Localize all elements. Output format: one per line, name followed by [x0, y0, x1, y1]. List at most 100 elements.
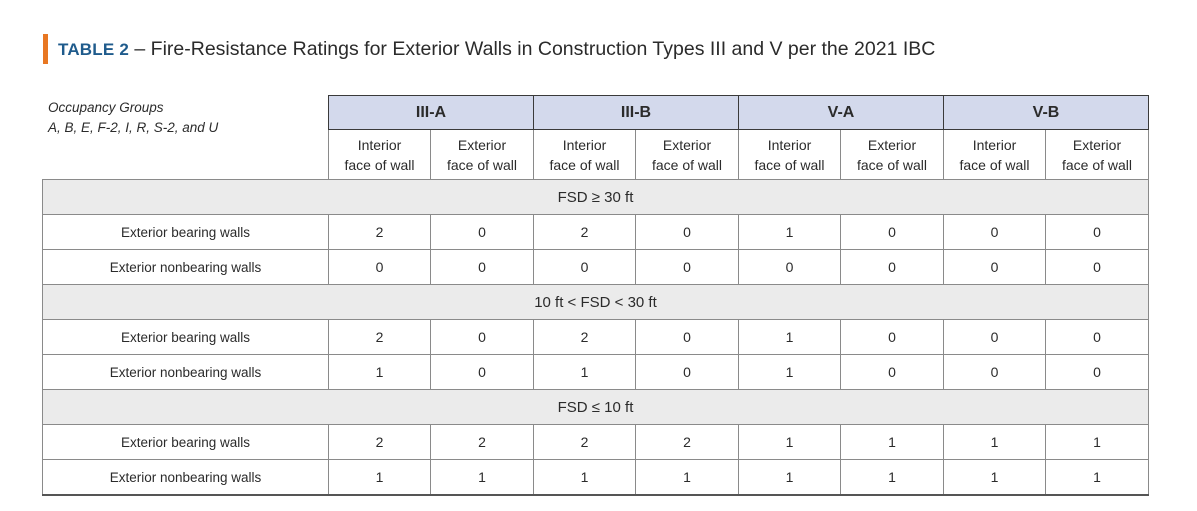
header-blank-cell: [43, 96, 329, 180]
rating-cell: 0: [635, 354, 739, 390]
rating-cell: 1: [840, 459, 944, 496]
rating-cell: 1: [328, 354, 431, 390]
rating-cell: 0: [840, 319, 944, 355]
rating-cell: 1: [943, 459, 1046, 496]
rating-cell: 2: [328, 214, 431, 250]
exterior-face-header-line1: Exterior: [867, 136, 917, 153]
interior-face-header-line2: face of wall: [549, 156, 620, 173]
interior-face-header-line1: Interior: [972, 136, 1017, 153]
group-header-v-a: V-A: [738, 95, 944, 130]
rating-cell: 0: [943, 319, 1046, 355]
interior-face-header-line1: Interior: [357, 136, 402, 153]
exterior-face-header-line2: face of wall: [1061, 156, 1133, 173]
section-heading: FSD ≤ 10 ft: [42, 389, 1149, 425]
rating-cell: 0: [430, 319, 534, 355]
rating-cell: 1: [943, 424, 1046, 460]
rating-cell: 1: [328, 459, 431, 496]
interior-face-header-line1: Interior: [767, 136, 812, 153]
exterior-face-header-line1: Exterior: [1072, 136, 1122, 153]
section-heading: FSD ≥ 30 ft: [42, 179, 1149, 215]
subheader-row: Interior face of wall Exterior face of wall…: [43, 129, 1149, 180]
occupancy-groups-line1: Occupancy Groups: [48, 100, 164, 115]
rating-cell: 0: [840, 249, 944, 285]
rating-cell: 0: [1045, 249, 1149, 285]
exterior-face-header: Exterior face of wall: [1045, 129, 1149, 180]
rating-cell: 1: [738, 214, 841, 250]
section-row: FSD ≤ 10 ft: [42, 389, 1149, 425]
interior-face-header: Interior face of wall: [328, 129, 431, 180]
rating-cell: 1: [533, 354, 636, 390]
occupancy-groups-note: Occupancy Groups A, B, E, F-2, I, R, S-2…: [48, 98, 218, 138]
rating-cell: 0: [430, 249, 534, 285]
rating-cell: 0: [943, 249, 1046, 285]
rating-cell: 0: [1045, 214, 1149, 250]
rating-cell: 0: [1045, 319, 1149, 355]
table-title: TABLE 2 – Fire-Resistance Ratings for Ex…: [58, 36, 935, 63]
table-title-label: TABLE 2: [58, 40, 129, 59]
rating-cell: 1: [738, 424, 841, 460]
rating-cell: 1: [738, 319, 841, 355]
rating-cell: 2: [635, 424, 739, 460]
rating-cell: 0: [840, 354, 944, 390]
rating-cell: 1: [738, 354, 841, 390]
group-header-row: III-A III-B V-A V-B: [43, 95, 1149, 130]
interior-face-header: Interior face of wall: [943, 129, 1046, 180]
rating-cell: 2: [533, 214, 636, 250]
rating-cell: 2: [328, 319, 431, 355]
interior-face-header-line2: face of wall: [754, 156, 825, 173]
occupancy-groups-line2: A, B, E, F-2, I, R, S-2, and U: [48, 120, 219, 135]
interior-face-header-line2: face of wall: [959, 156, 1030, 173]
rating-cell: 0: [328, 249, 431, 285]
rating-cell: 1: [430, 459, 534, 496]
rating-cell: 2: [328, 424, 431, 460]
rating-cell: 0: [533, 249, 636, 285]
title-accent-bar: [43, 34, 48, 64]
rating-cell: 0: [943, 354, 1046, 390]
exterior-face-header-line1: Exterior: [662, 136, 712, 153]
row-label: Exterior nonbearing walls: [42, 249, 329, 285]
rating-cell: 0: [430, 354, 534, 390]
table-title-text: – Fire-Resistance Ratings for Exterior W…: [128, 38, 936, 60]
rating-cell: 2: [430, 424, 534, 460]
rating-cell: 0: [943, 214, 1046, 250]
rating-cell: 1: [1045, 424, 1149, 460]
rating-cell: 0: [635, 249, 739, 285]
rating-cell: 1: [738, 459, 841, 496]
rating-cell: 0: [635, 214, 739, 250]
rating-cell: 1: [635, 459, 739, 496]
rating-cell: 0: [430, 214, 534, 250]
group-header-iii-b: III-B: [533, 95, 739, 130]
exterior-face-header-line1: Exterior: [457, 136, 507, 153]
row-label: Exterior bearing walls: [42, 214, 329, 250]
rating-cell: 1: [1045, 459, 1149, 496]
rating-cell: 0: [635, 319, 739, 355]
rating-cell: 2: [533, 319, 636, 355]
rating-cell: 0: [1045, 354, 1149, 390]
rating-cell: 2: [533, 424, 636, 460]
interior-face-header-line2: face of wall: [344, 156, 415, 173]
section-heading: 10 ft < FSD < 30 ft: [42, 284, 1149, 320]
row-label: Exterior nonbearing walls: [42, 459, 329, 496]
exterior-face-header: Exterior face of wall: [840, 129, 944, 180]
section-row: FSD ≥ 30 ft: [42, 179, 1149, 215]
rating-cell: 1: [533, 459, 636, 496]
interior-face-header: Interior face of wall: [738, 129, 841, 180]
group-header-v-b: V-B: [943, 95, 1149, 130]
row-label: Exterior bearing walls: [42, 424, 329, 460]
row-label: Exterior nonbearing walls: [42, 354, 329, 390]
rating-cell: 0: [840, 214, 944, 250]
exterior-face-header-line2: face of wall: [856, 156, 928, 173]
group-header-iii-a: III-A: [328, 95, 534, 130]
row-label: Exterior bearing walls: [42, 319, 329, 355]
rating-cell: 0: [738, 249, 841, 285]
fire-resistance-table: III-A III-B V-A V-B Interior face of wall…: [42, 95, 1149, 496]
